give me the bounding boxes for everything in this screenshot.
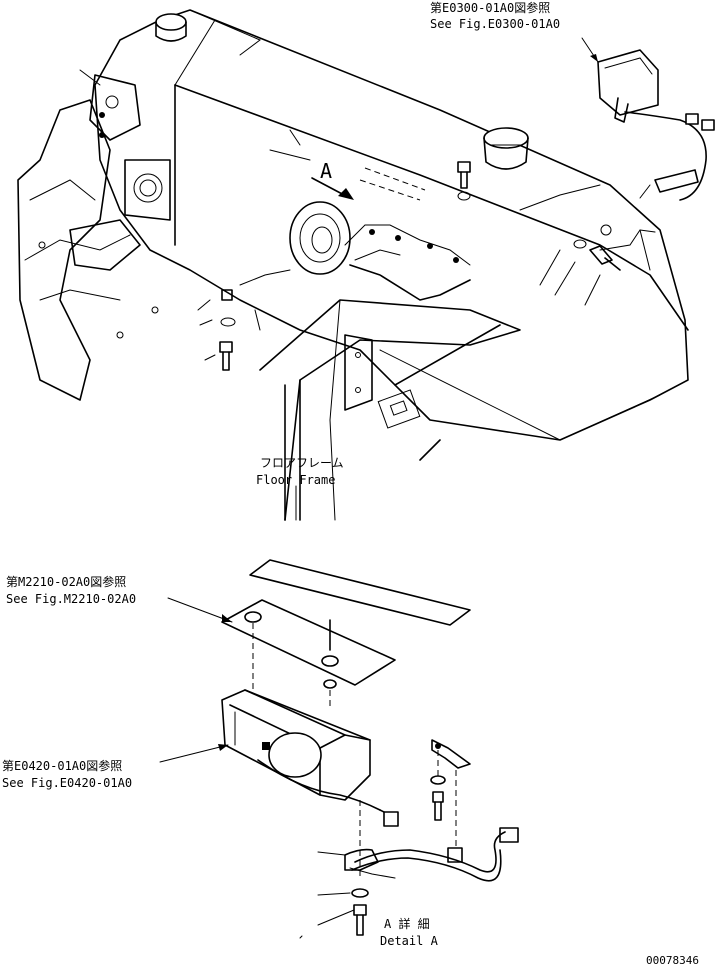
left-bracket-plates (89, 74, 171, 221)
detail-leaders (159, 597, 233, 763)
hood-body (94, 9, 689, 441)
upper-harness (239, 224, 471, 331)
upper-fasteners (219, 161, 621, 371)
view-arrow-a: A (311, 159, 426, 201)
detail-a-ja: A 詳 細 (384, 916, 430, 931)
detail-a-en: Detail A (380, 934, 439, 948)
light-ref-ja: 第E0300-01A0図参照 (430, 0, 550, 15)
box-ref-ja: 第E0420-01A0図参照 (2, 758, 122, 773)
labels: 第E0300-01A0図参照 See Fig.E0300-01A0 フロアフレー… (2, 0, 699, 967)
upper-assembly-view: A (17, 9, 715, 521)
cover-ref-ja: 第M2210-02A0図参照 (6, 574, 126, 589)
box-ref-en: See Fig.E0420-01A0 (2, 776, 132, 790)
detail-fasteners (299, 800, 369, 939)
detail-a-view (159, 559, 519, 939)
upper-leaders (79, 37, 656, 521)
light-ref-en: See Fig.E0300-01A0 (430, 17, 560, 31)
work-light (597, 49, 715, 201)
detail-harness (344, 809, 519, 882)
floor-frame-en: Floor Frame (256, 473, 335, 487)
view-letter-a: A (320, 159, 332, 183)
filler-cap (155, 13, 529, 170)
left-floor-plate (17, 99, 159, 401)
round-port (289, 201, 351, 275)
cover-plate (221, 559, 471, 710)
floor-frame-ja: フロアフレーム (260, 456, 344, 470)
support-bracket (430, 739, 471, 850)
floor-frame-member (259, 299, 521, 521)
drawing-number: 00078346 (646, 954, 699, 967)
electrical-box (221, 689, 381, 811)
cover-ref-en: See Fig.M2210-02A0 (6, 592, 136, 606)
